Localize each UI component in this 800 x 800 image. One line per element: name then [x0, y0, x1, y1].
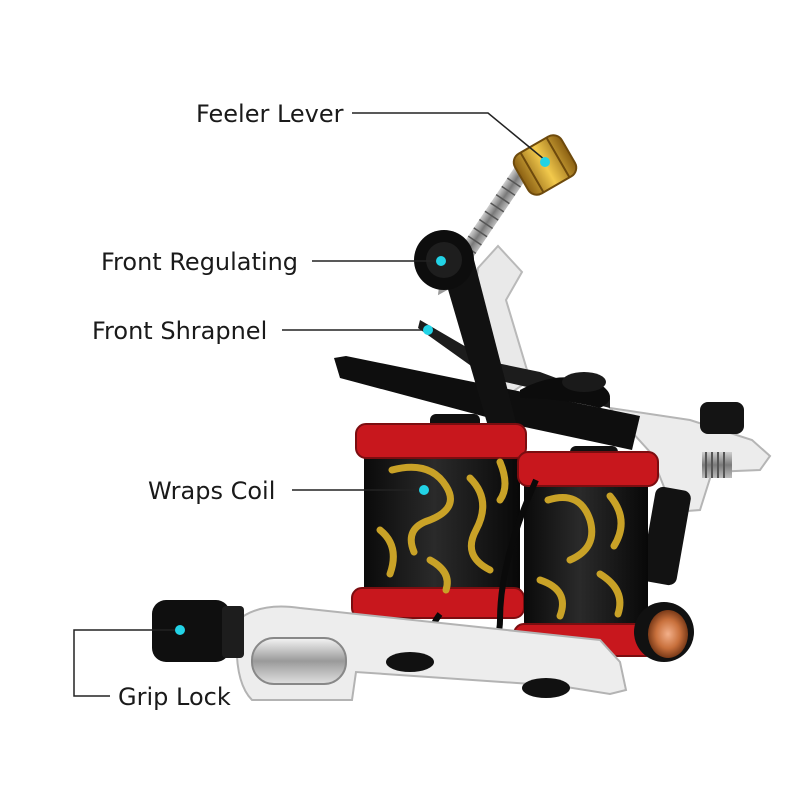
marker-grip-lock [175, 625, 185, 635]
label-grip-lock: Grip Lock [118, 683, 231, 711]
coil-right-gold-pattern [536, 492, 625, 620]
leader-lines [73, 112, 546, 697]
grip-lock-part [152, 600, 244, 662]
leader-grip-lock [73, 629, 178, 697]
marker-feeler-lever [540, 157, 550, 167]
markers [175, 157, 550, 635]
marker-wraps-coil [419, 485, 429, 495]
marker-front-shrapnel [423, 325, 433, 335]
foot-right [522, 678, 570, 698]
label-wraps-coil: Wraps Coil [148, 477, 275, 505]
rear-screw-thread-lines [705, 452, 725, 478]
capacitor [641, 486, 691, 586]
coil-left [351, 414, 527, 619]
copper-face [648, 610, 688, 658]
rear-binding-screw [700, 402, 744, 434]
front-upright [440, 252, 518, 440]
tattoo-machine [152, 134, 772, 701]
label-front-regulating: Front Regulating [101, 248, 298, 276]
label-feeler-lever: Feeler Lever [196, 100, 344, 128]
leader-feeler-lever [352, 112, 546, 161]
label-front-shrapnel: Front Shrapnel [92, 317, 267, 345]
marker-front-regulating [436, 256, 446, 266]
foot-left [386, 652, 434, 672]
spring-screw [562, 372, 606, 392]
coil-left-gold-pattern [376, 458, 509, 594]
grip-roller [251, 637, 347, 685]
